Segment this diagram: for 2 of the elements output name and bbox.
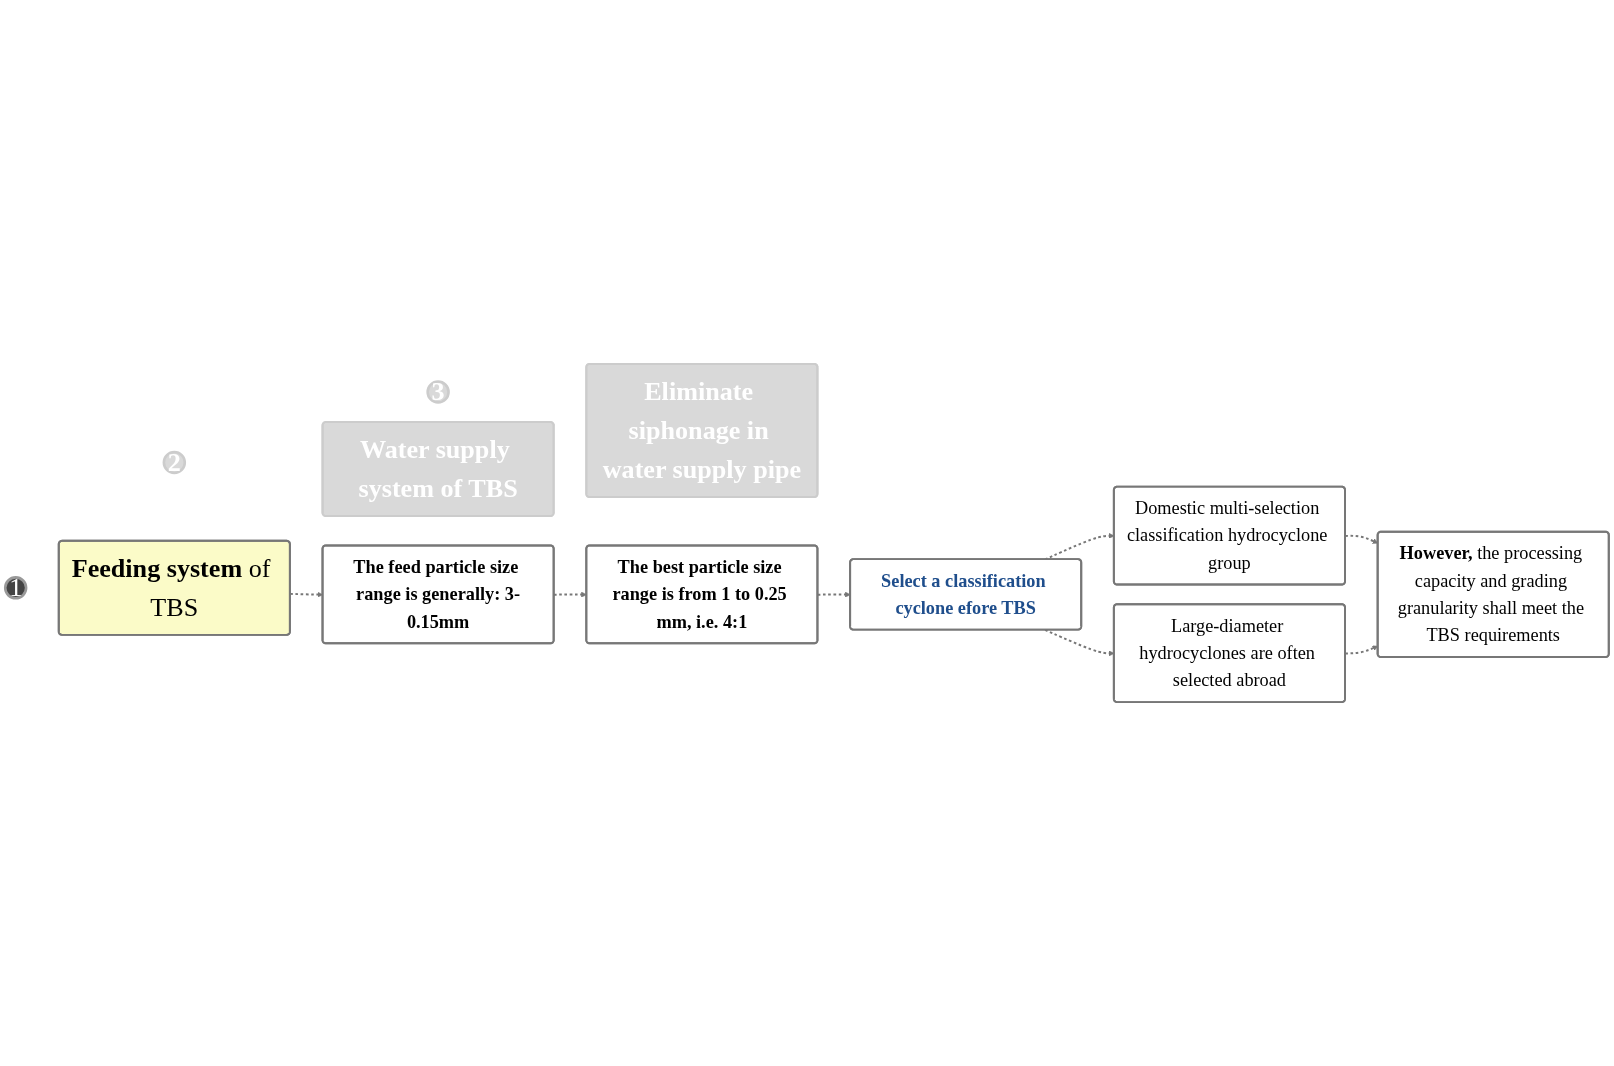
node-circle: 1	[3, 576, 28, 600]
arrow	[553, 591, 587, 598]
